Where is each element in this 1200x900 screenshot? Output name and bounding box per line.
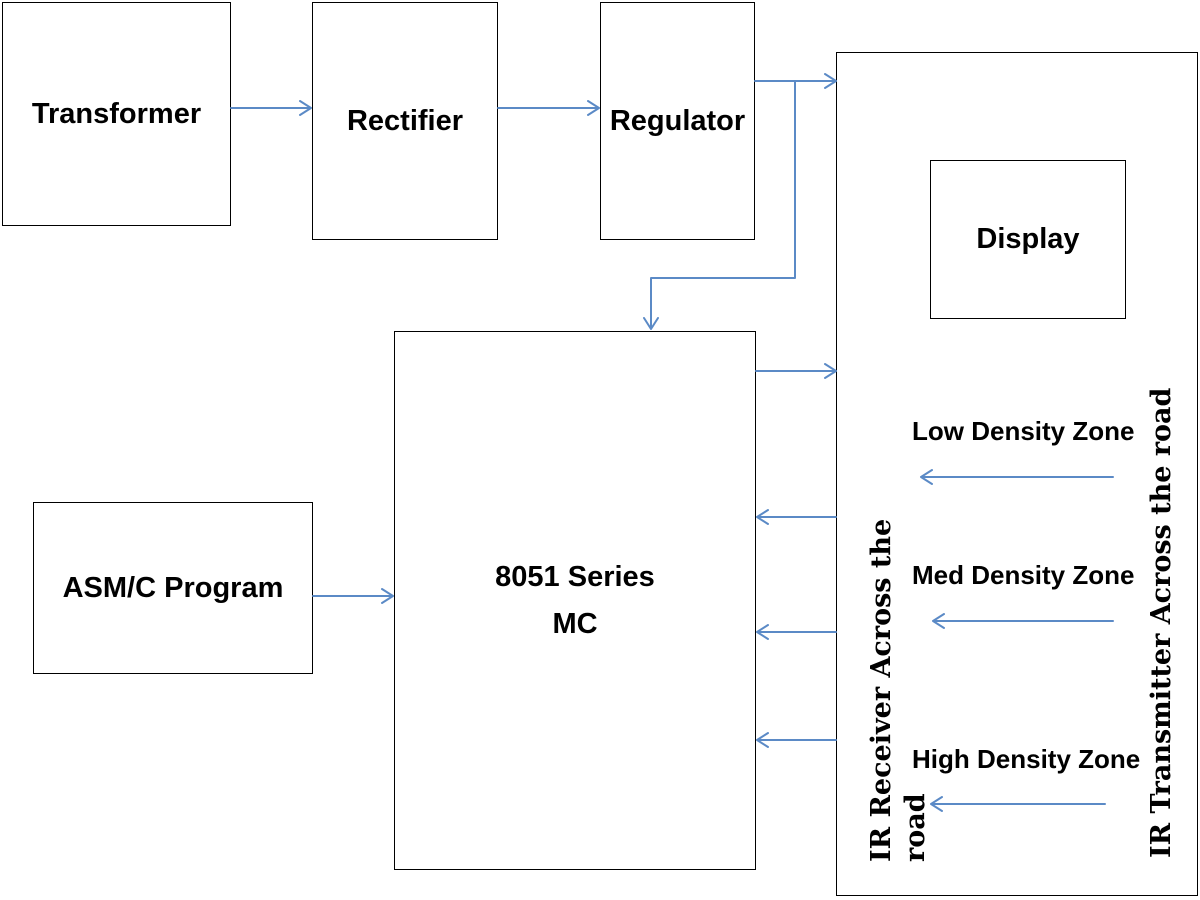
display-label: Display [976, 223, 1080, 256]
arrow-regulator-to-panel [754, 73, 837, 89]
med-density-zone-label: Med Density Zone [912, 560, 1135, 590]
arrow-program-to-microcontroller [312, 588, 394, 604]
program-block: ASM/C Program [33, 502, 313, 674]
ir-receiver-label-line2: road [900, 793, 931, 862]
transformer-block: Transformer [2, 2, 231, 226]
ir-receiver-label-line1: IR Receiver Across the [866, 518, 897, 862]
rectifier-block: Rectifier [312, 2, 498, 240]
program-label: ASM/C Program [62, 571, 284, 604]
transformer-label: Transformer [31, 97, 202, 130]
arrow-rectifier-to-regulator [497, 100, 600, 116]
high-density-zone-label: High Density Zone [912, 744, 1141, 774]
arrow-panel-to-microcontroller-low [756, 509, 837, 525]
ir-transmitter-label: IR Transmitter Across the road [1146, 387, 1177, 858]
microcontroller-label-line2: MC [552, 607, 598, 640]
regulator-label: Regulator [609, 104, 746, 137]
microcontroller-block: 8051 Series MC [394, 331, 756, 870]
rectifier-label: Rectifier [346, 104, 464, 137]
arrow-panel-to-microcontroller-high [756, 732, 837, 748]
display-block: Display [930, 160, 1126, 319]
microcontroller-label-line1: 8051 Series [495, 561, 655, 594]
low-density-zone-label: Low Density Zone [912, 416, 1135, 446]
arrow-transformer-to-rectifier [230, 100, 312, 116]
arrow-microcontroller-to-panel [755, 363, 837, 379]
regulator-block: Regulator [600, 2, 755, 240]
arrow-panel-to-microcontroller-med [756, 624, 837, 640]
